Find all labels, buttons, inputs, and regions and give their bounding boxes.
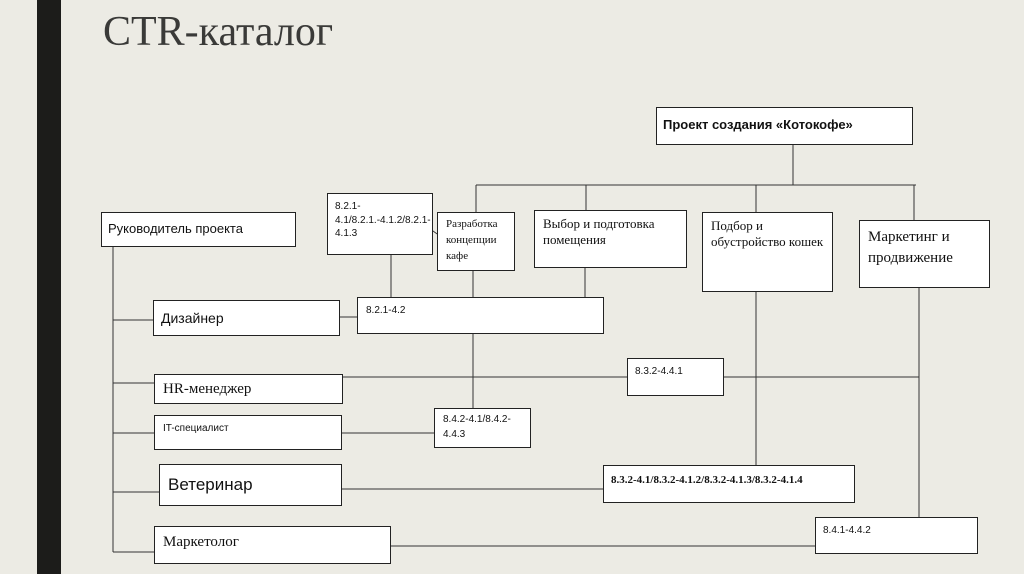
code-841-label: 8.4.1-4.4.2 [823, 525, 871, 536]
it-box: IT-специалист [154, 415, 342, 450]
concept-label: Разработка концепции кафе [446, 218, 498, 262]
code-832-441-box: 8.3.2-4.4.1 [627, 358, 724, 396]
code-821-42-box: 8.2.1-4.2 [357, 297, 604, 334]
code-821-box: 8.2.1-4.1/8.2.1.-4.1.2/8.2.1-4.1.3 [327, 193, 433, 255]
vet-box: Ветеринар [159, 464, 342, 506]
marketing-label: Маркетинг и продвижение [868, 229, 953, 266]
project-label: Проект создания «Котокофе» [663, 117, 853, 132]
it-label: IT-специалист [163, 423, 229, 434]
hr-label: HR-менеджер [163, 381, 252, 397]
code-842-box: 8.4.2-4.1/8.4.2-4.4.3 [434, 408, 531, 448]
code-821-label: 8.2.1-4.1/8.2.1.-4.1.2/8.2.1-4.1.3 [335, 201, 431, 239]
code-841-box: 8.4.1-4.4.2 [815, 517, 978, 554]
concept-box: Разработка концепции кафе [437, 212, 515, 271]
premises-box: Выбор и подготовка помещения [534, 210, 687, 268]
cats-box: Подбор и обустройство кошек [702, 212, 833, 292]
manager-label: Руководитель проекта [108, 221, 243, 236]
code-821-42-label: 8.2.1-4.2 [366, 305, 406, 316]
premises-label: Выбор и подготовка помещения [543, 216, 655, 248]
code-832-441-label: 8.3.2-4.4.1 [635, 366, 683, 377]
marketer-box: Маркетолог [154, 526, 391, 564]
vet-label: Ветеринар [168, 475, 253, 494]
slide-title: CTR-каталог [103, 9, 334, 55]
left-dark-stripe [37, 0, 61, 574]
designer-label: Дизайнер [161, 310, 224, 326]
manager-box: Руководитель проекта [101, 212, 296, 247]
code-832-vet-label: 8.3.2-4.1/8.3.2-4.1.2/8.3.2-4.1.3/8.3.2-… [611, 474, 803, 486]
project-box: Проект создания «Котокофе» [656, 107, 913, 145]
code-842-label: 8.4.2-4.1/8.4.2-4.4.3 [443, 414, 511, 440]
code-832-vet-box: 8.3.2-4.1/8.3.2-4.1.2/8.3.2-4.1.3/8.3.2-… [603, 465, 855, 503]
designer-box: Дизайнер [153, 300, 340, 336]
marketer-label: Маркетолог [163, 534, 239, 550]
marketing-box: Маркетинг и продвижение [859, 220, 990, 288]
cats-label: Подбор и обустройство кошек [711, 218, 824, 250]
hr-box: HR-менеджер [154, 374, 343, 404]
